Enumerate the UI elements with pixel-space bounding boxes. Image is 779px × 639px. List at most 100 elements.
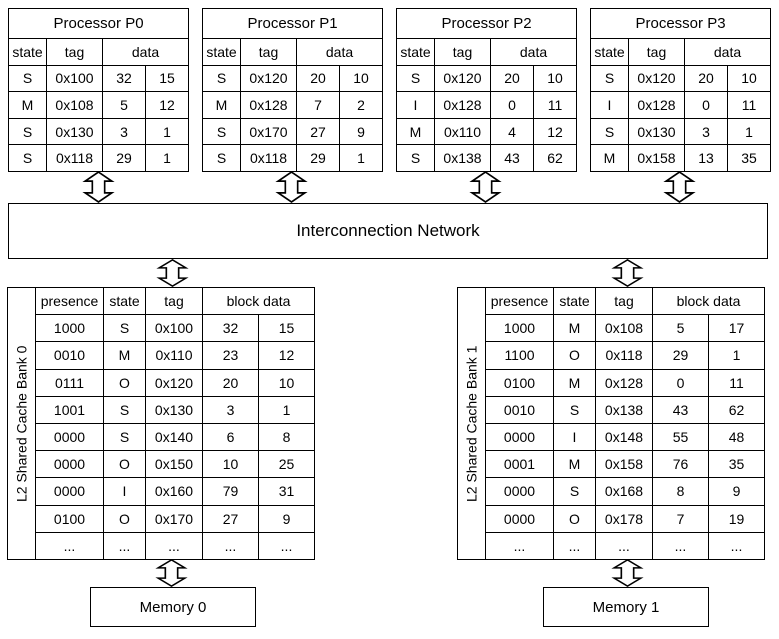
table-row: ............... xyxy=(8,531,316,561)
table-cell: 0x158 xyxy=(595,450,653,479)
table-cell: ... xyxy=(707,531,766,561)
bidirectional-arrow-icon xyxy=(609,559,646,587)
table-cell: ... xyxy=(35,531,104,561)
table-cell: 1 xyxy=(257,395,316,424)
column-header: presence xyxy=(485,286,554,316)
table-cell: 23 xyxy=(202,341,259,370)
table-cell: 55 xyxy=(652,422,709,452)
column-header: presence xyxy=(35,286,104,316)
table-cell: ... xyxy=(202,531,259,561)
table-cell: 1001 xyxy=(35,395,104,424)
table-cell: 4 xyxy=(490,117,534,146)
table-cell: ... xyxy=(257,531,316,561)
table-cell: 12 xyxy=(257,341,316,370)
table-cell: O xyxy=(103,368,146,397)
memory-1-box: Memory 1 xyxy=(543,587,709,627)
table-cell: 0111 xyxy=(35,368,104,397)
table-cell: S xyxy=(590,64,629,93)
table-cell: 9 xyxy=(338,117,384,146)
table-cell: 76 xyxy=(652,450,709,479)
table-cell: 0x120 xyxy=(628,64,685,93)
table-title: Processor P1 xyxy=(201,8,384,39)
table-cell: 10 xyxy=(726,64,772,93)
table-cell: I xyxy=(553,422,596,452)
table-cell: 0x130 xyxy=(628,117,685,146)
table-cell: 20 xyxy=(490,64,534,93)
interconnection-network-label: Interconnection Network xyxy=(296,221,480,240)
table-cell: 0x130 xyxy=(145,395,203,424)
table-cell: 15 xyxy=(257,314,316,343)
table-cell: O xyxy=(553,341,596,370)
bidirectional-arrow-icon xyxy=(661,171,698,203)
table-cell: 27 xyxy=(296,117,340,146)
table-cell: 0x118 xyxy=(46,144,103,172)
table-cell: 12 xyxy=(532,117,578,146)
table-cell: 8 xyxy=(257,422,316,452)
table-cell: 29 xyxy=(102,144,146,172)
table-cell: 43 xyxy=(490,144,534,172)
table-title: Processor P0 xyxy=(7,8,190,39)
column-header: tag xyxy=(46,38,103,66)
table-cell: 3 xyxy=(102,117,146,146)
table-cell: 27 xyxy=(202,504,259,533)
table-cell: M xyxy=(103,341,146,370)
table-cell: 1000 xyxy=(35,314,104,343)
table-cell: 0x170 xyxy=(240,117,297,146)
table-cell: ... xyxy=(485,531,554,561)
table-cell: 0x110 xyxy=(145,341,203,370)
table-cell: S xyxy=(103,395,146,424)
table-cell: 0x100 xyxy=(145,314,203,343)
table-cell: 0x148 xyxy=(595,422,653,452)
table-cell: 11 xyxy=(707,368,766,397)
table-cell: 0001 xyxy=(485,450,554,479)
column-header: state xyxy=(103,286,146,316)
table-cell: 1 xyxy=(144,144,190,172)
table-cell: 0x150 xyxy=(145,450,203,479)
column-header: data xyxy=(683,38,772,66)
table-cell: I xyxy=(103,477,146,506)
table-cell: 0000 xyxy=(485,477,554,506)
table-cell: 0000 xyxy=(485,504,554,533)
table-cell: 62 xyxy=(707,395,766,424)
table-cell: S xyxy=(8,64,47,93)
memory-0-label: Memory 0 xyxy=(139,598,207,616)
bidirectional-arrow-icon xyxy=(80,171,117,203)
table-cell: 32 xyxy=(202,314,259,343)
table-cell: S xyxy=(202,64,241,93)
table-cell: ... xyxy=(652,531,709,561)
table-cell: 0x178 xyxy=(595,504,653,533)
table-cell: ... xyxy=(145,531,203,561)
table-cell: 0x128 xyxy=(628,91,685,119)
table-cell: 17 xyxy=(707,314,766,343)
bidirectional-arrow-icon xyxy=(273,171,310,203)
table-cell: S xyxy=(202,117,241,146)
column-header: state xyxy=(202,38,241,66)
table-cell: 10 xyxy=(202,450,259,479)
bank-side-label-cell: L2 Shared Cache Bank 0 xyxy=(7,287,36,560)
bank-side-label-cell: L2 Shared Cache Bank 1 xyxy=(457,287,486,560)
table-cell: 0x110 xyxy=(434,117,491,146)
table-cell: S xyxy=(202,144,241,172)
table-cell: 2 xyxy=(338,91,384,119)
